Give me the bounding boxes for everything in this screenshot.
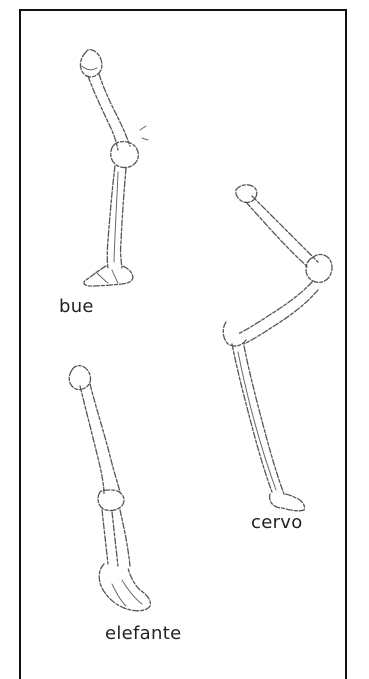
ox-label: bue <box>59 296 94 317</box>
elephant-leg-drawing <box>69 366 150 611</box>
elephant-label: elefante <box>105 623 181 644</box>
deer-leg-drawing <box>223 185 332 511</box>
ox-leg-drawing <box>80 50 148 286</box>
deer-label: cervo <box>251 512 303 533</box>
